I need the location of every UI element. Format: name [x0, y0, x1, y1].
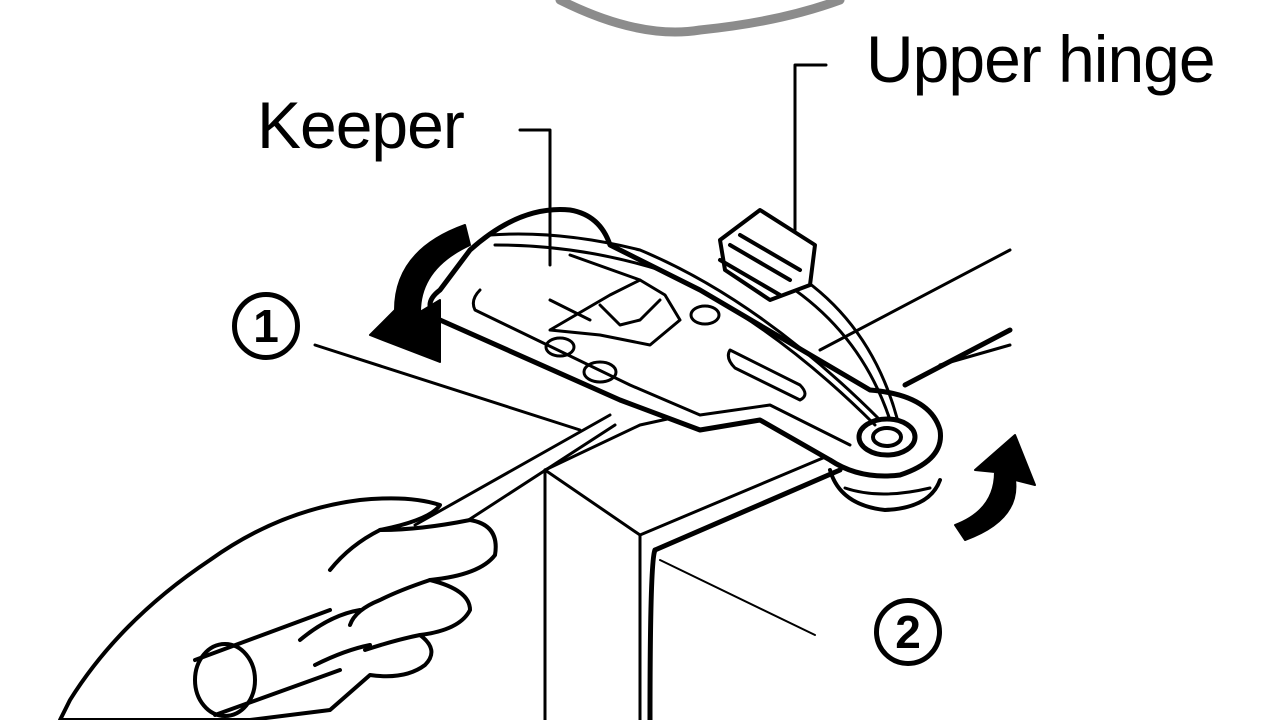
- wire-connector: [718, 208, 817, 302]
- keeper-label: Keeper: [257, 88, 465, 162]
- upper-hinge-label: Upper hinge: [866, 22, 1216, 96]
- upper-hinge-leader-line: [793, 63, 828, 232]
- screwdriver-shaft: [313, 343, 582, 432]
- upper-hinge-plate: [427, 207, 943, 512]
- cabinet-body: [543, 248, 1013, 720]
- keeper-leader-line: [518, 128, 552, 267]
- step-number-2: 2: [895, 606, 921, 658]
- detail-circle-outline: [555, 0, 845, 37]
- keeper-part: [548, 253, 682, 347]
- step-marker-1: 1: [232, 292, 300, 360]
- step-number-1: 1: [253, 300, 279, 352]
- rotate-counterclockwise-arrow: [369, 224, 471, 363]
- step-marker-2: 2: [874, 598, 942, 666]
- hand: [58, 496, 498, 720]
- rotate-clockwise-arrow: [954, 434, 1036, 541]
